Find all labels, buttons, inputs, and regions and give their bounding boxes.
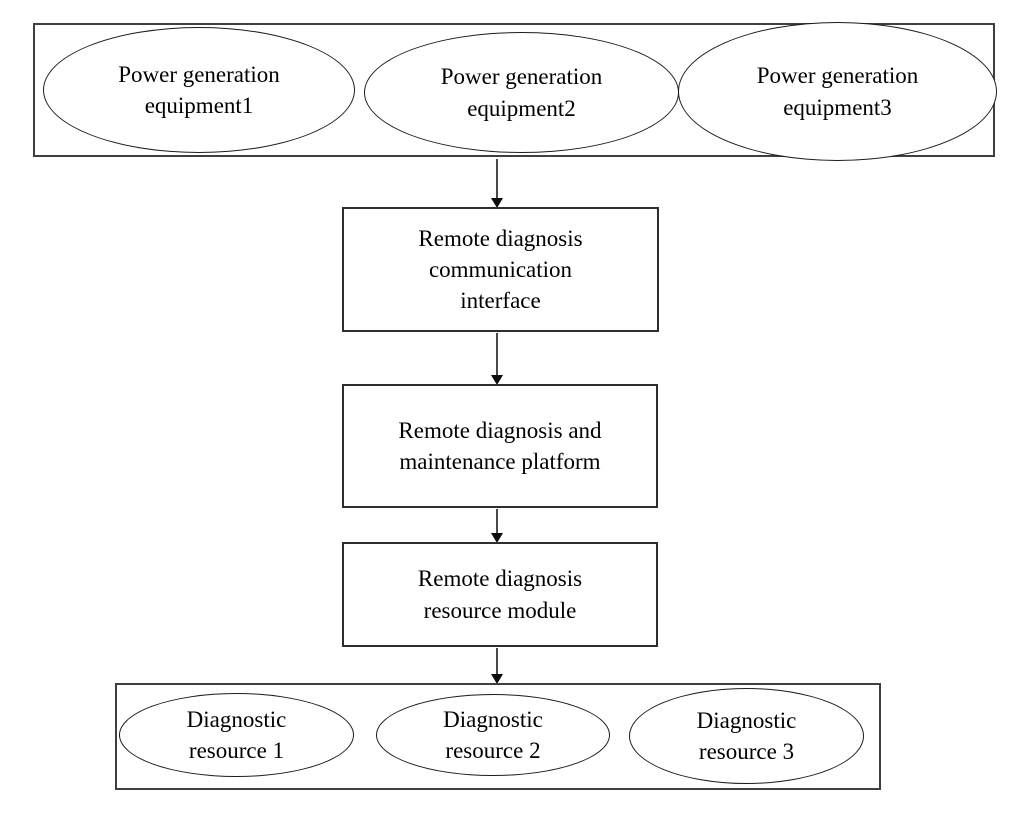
node-diagnostic-resource-1: Diagnostic resource 1 xyxy=(119,693,354,777)
node-label: Remote diagnosis resource module xyxy=(417,566,583,623)
node-remote-diagnosis-and-maintenance-platform: Remote diagnosis and maintenance platfor… xyxy=(342,384,658,508)
arrow-resource-module-to-bottom-group xyxy=(496,648,498,682)
node-remote-diagnosis-communication-interface: Remote diagnosis communication interface xyxy=(342,207,659,332)
node-label: Power generation equipment1 xyxy=(118,61,280,118)
node-label: Remote diagnosis communication interface xyxy=(418,225,583,314)
arrow-maintenance-platform-to-resource-module xyxy=(496,509,498,541)
node-label: Remote diagnosis and maintenance platfor… xyxy=(398,417,602,474)
node-power-generation-equipment-1: Power generation equipment1 xyxy=(43,27,355,153)
node-power-generation-equipment-2: Power generation equipment2 xyxy=(364,32,679,153)
node-power-generation-equipment-3: Power generation equipment3 xyxy=(678,22,997,161)
node-label: Power generation equipment2 xyxy=(440,64,603,121)
node-label: Diagnostic resource 3 xyxy=(696,707,797,764)
node-diagnostic-resource-3: Diagnostic resource 3 xyxy=(629,688,864,784)
node-label: Power generation equipment3 xyxy=(756,63,919,120)
arrow-communication-interface-to-maintenance-platform xyxy=(496,333,498,383)
node-label: Diagnostic resource 2 xyxy=(443,706,543,763)
arrow-top-group-to-communication-interface xyxy=(496,159,498,206)
node-remote-diagnosis-resource-module: Remote diagnosis resource module xyxy=(342,542,658,647)
node-label: Diagnostic resource 1 xyxy=(186,706,287,763)
node-diagnostic-resource-2: Diagnostic resource 2 xyxy=(376,694,610,776)
